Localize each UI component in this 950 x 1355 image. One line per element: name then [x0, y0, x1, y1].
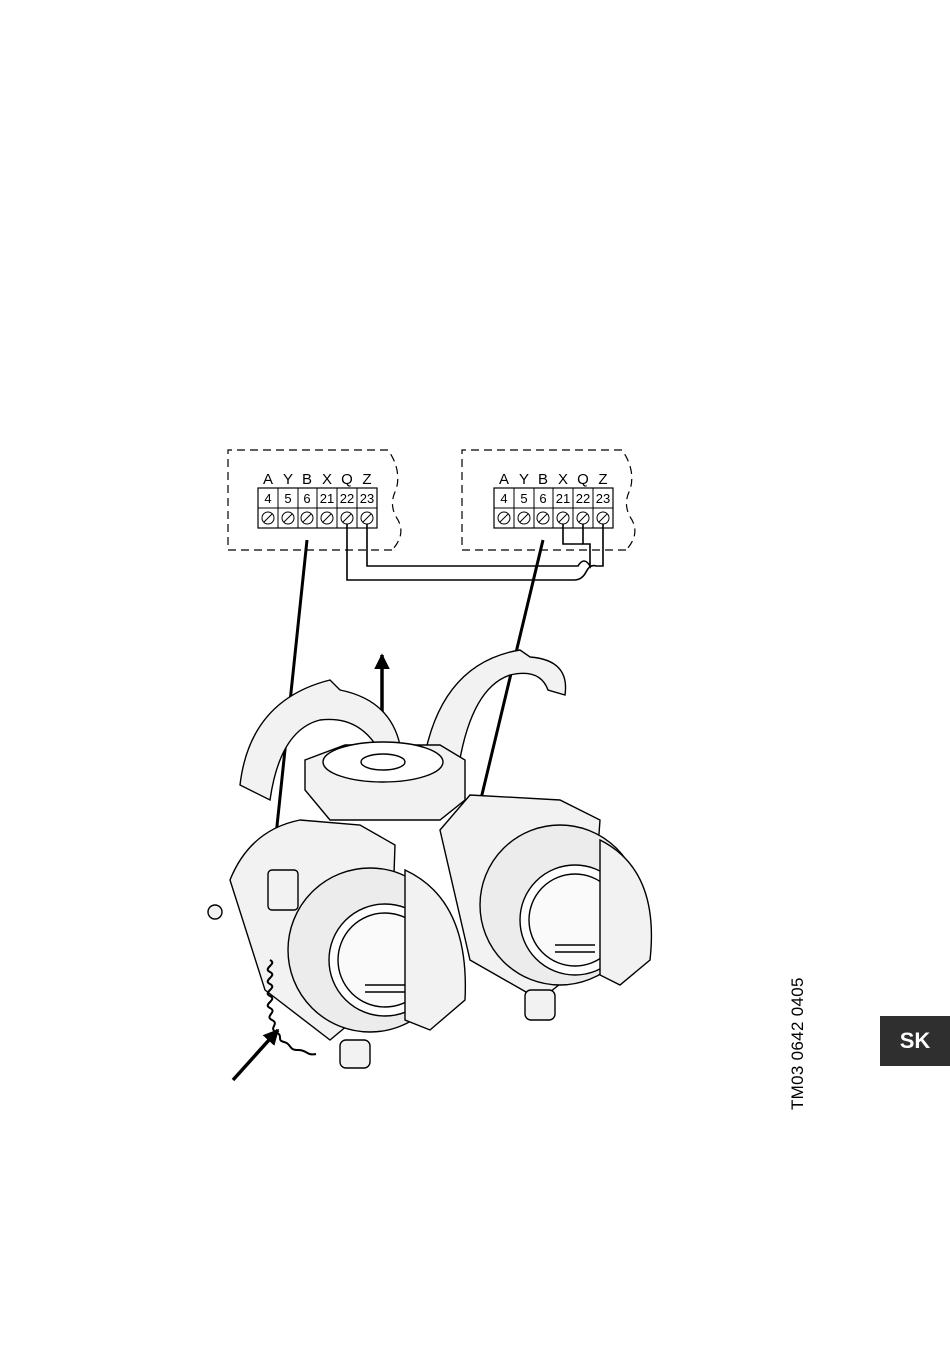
terminal-letter: A	[263, 471, 273, 488]
terminal-number: 21	[556, 491, 570, 506]
terminal-number: 6	[303, 491, 310, 506]
language-tab: SK	[880, 1016, 950, 1066]
twin-pump-illustration	[208, 650, 651, 1068]
terminal-number: 23	[596, 491, 610, 506]
terminal-letter: A	[499, 471, 509, 488]
terminal-letter: Y	[283, 471, 293, 488]
terminal-letter: X	[322, 471, 332, 488]
terminal-letter: B	[538, 471, 548, 488]
terminal-letter: Q	[577, 471, 589, 488]
terminal-letter: Z	[598, 471, 607, 488]
terminal-number: 21	[320, 491, 334, 506]
pump-motor-right	[440, 795, 651, 1020]
terminal-number: 22	[340, 491, 354, 506]
terminal-number: 4	[500, 491, 507, 506]
terminal-letter: Q	[341, 471, 353, 488]
terminal-number: 5	[520, 491, 527, 506]
terminal-number: 6	[539, 491, 546, 506]
terminal-letter: Z	[362, 471, 371, 488]
terminal-box-right: A Y B X Q Z 4 5 6 21 22 23	[462, 450, 635, 550]
terminal-number: 4	[264, 491, 271, 506]
terminal-letter: X	[558, 471, 568, 488]
terminal-number: 22	[576, 491, 590, 506]
terminal-number: 5	[284, 491, 291, 506]
terminal-letter: Y	[519, 471, 529, 488]
terminal-box-left: A Y B X Q Z 4 5 6 21 22 23	[228, 450, 401, 550]
terminal-letter: B	[302, 471, 312, 488]
arrow-cable	[233, 1030, 278, 1080]
connection-wires	[347, 524, 603, 580]
pump-motor-left	[208, 820, 465, 1068]
terminal-number: 23	[360, 491, 374, 506]
drawing-reference: TM03 0642 0405	[788, 977, 808, 1110]
